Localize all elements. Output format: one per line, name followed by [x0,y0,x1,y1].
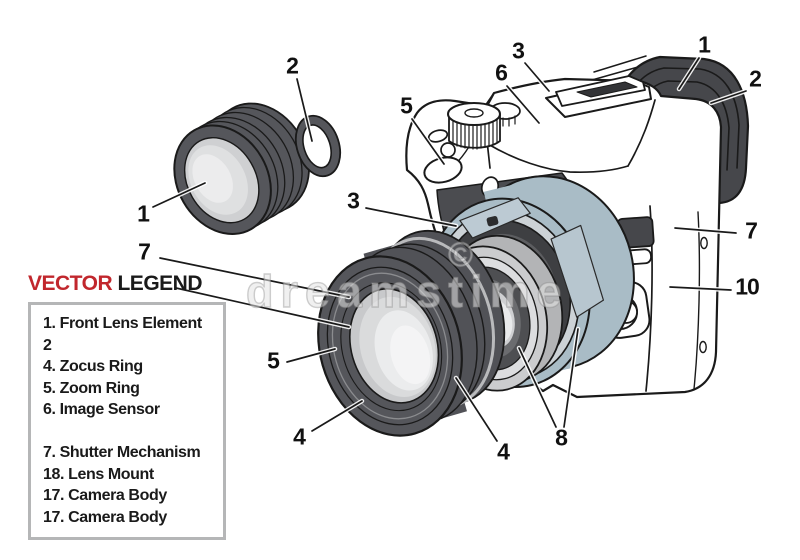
legend-title-legend: LEGEND [117,272,202,295]
mode-dial [447,102,521,150]
legend-item-2: 2 [43,336,52,354]
legend-item-front-lens-element: 1. Front Lens Element [43,315,202,332]
hot-shoe [545,75,652,118]
legend-item-lens-mount: 18. Lens Mount [43,465,154,483]
callout-number-6: 6 [495,59,508,86]
watermark-copyright-icon: © [447,235,474,274]
callout-number-2-oring: 2 [286,52,299,79]
callout-number-3-top: 3 [512,37,525,64]
screw [700,236,708,250]
top-plate-buttons [423,129,463,184]
watermark-text: dreamstime [245,265,569,317]
legend-item-camera-body-2: 17. Camera Body [43,508,167,526]
callout-number-10: 10 [735,273,760,300]
legend-title-vector: VECTOR [28,272,113,295]
legend-item-zoom-ring: 5. Zoom Ring [43,379,140,397]
front-lens-element [173,102,310,235]
callout-number-1-front-lens: 1 [137,200,150,227]
callout-number-8: 8 [555,424,568,451]
legend-box: 1. Front Lens Element 2 4. Zocus Ring 5.… [28,302,226,540]
callout-number-1-eyecup: 1 [698,31,711,58]
legend-item-spacer [43,421,223,443]
callout-number-5-shutter: 5 [400,92,413,119]
callout-number-4-right: 4 [497,438,510,465]
mount-index-dot [486,215,499,227]
callout-number-4-left: 4 [293,423,306,450]
callout-number-3-mount: 3 [347,187,360,214]
legend-item-camera-body-1: 17. Camera Body [43,487,167,504]
callout-number-5-zoom-ring: 5 [267,347,280,374]
callout-number-7-right: 7 [745,217,758,244]
top-button-round [440,142,456,158]
top-button-oval [427,129,449,143]
callout-number-7-left: 7 [138,238,151,265]
legend-item-zocus-ring: 4. Zocus Ring [43,358,143,375]
legend-item-shutter-mechanism: 7. Shutter Mechanism [43,444,201,461]
legend-title: VECTOR LEGEND [28,272,202,296]
zoom-ring-barrel [317,229,506,437]
screw [699,340,707,354]
callout-lines [150,55,749,444]
legend-item-image-sensor: 6. Image Sensor [43,401,160,418]
callout-number-2-eyecup: 2 [749,65,762,92]
